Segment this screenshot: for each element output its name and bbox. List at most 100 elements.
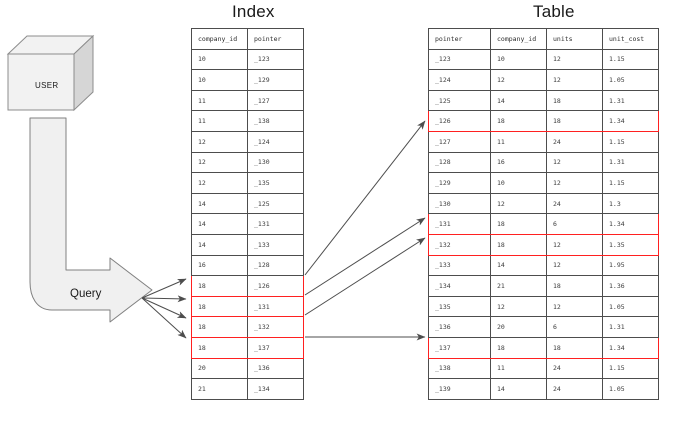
table-row: 18_137 [191, 336, 304, 359]
data-cell-units: 18 [546, 336, 603, 359]
data-header-units: units [546, 28, 603, 50]
table-row: 14_125 [191, 192, 304, 215]
index-cell-company-id: 18 [191, 275, 248, 297]
data-cell-company-id: 14 [490, 378, 547, 400]
index-header-company-id: company_id [191, 28, 248, 50]
data-cell-unit-cost: 1.15 [602, 130, 659, 153]
data-cell-company-id: 10 [490, 48, 547, 71]
data-cell-pointer: _124 [428, 69, 491, 91]
data-cell-unit-cost: 1.31 [602, 316, 659, 338]
data-cell-company-id: 10 [490, 172, 547, 194]
user-cube-icon [6, 34, 95, 112]
index-cell-pointer: _133 [247, 233, 304, 256]
index-cell-company-id: 18 [191, 316, 248, 338]
data-cell-units: 24 [546, 357, 603, 380]
index-cell-pointer: _137 [247, 336, 304, 359]
index-header-pointer: pointer [247, 28, 304, 50]
query-to-index-arrows [141, 278, 187, 339]
data-cell-company-id: 11 [490, 357, 547, 380]
data-cell-units: 24 [546, 192, 603, 215]
data-cell-unit-cost: 1.15 [602, 357, 659, 380]
index-cell-pointer: _128 [247, 254, 304, 277]
data-cell-pointer: _134 [428, 275, 491, 297]
data-cell-unit-cost: 1.31 [602, 89, 659, 112]
table-row: 20_136 [191, 357, 304, 380]
index-cell-company-id: 18 [191, 336, 248, 359]
data-cell-pointer: _129 [428, 172, 491, 194]
data-cell-units: 12 [546, 69, 603, 91]
data-cell-units: 18 [546, 110, 603, 132]
data-cell-pointer: _125 [428, 89, 491, 112]
index-cell-company-id: 11 [191, 89, 248, 112]
data-cell-pointer: _132 [428, 233, 491, 256]
index-cell-company-id: 11 [191, 110, 248, 132]
data-cell-units: 12 [546, 151, 603, 174]
table-row: 18_126 [191, 275, 304, 297]
table-title: Table [533, 2, 575, 21]
data-table-header-row: pointer company_id units unit_cost [428, 28, 659, 50]
data-cell-unit-cost: 1.35 [602, 233, 659, 256]
index-cell-company-id: 16 [191, 254, 248, 277]
index-title: Index [232, 2, 275, 21]
data-cell-unit-cost: 1.34 [602, 213, 659, 235]
table-row: 12_124 [191, 130, 304, 153]
data-cell-unit-cost: 1.05 [602, 69, 659, 91]
table-row: 10_129 [191, 69, 304, 91]
index-cell-pointer: _130 [247, 151, 304, 174]
table-row: 14_133 [191, 233, 304, 256]
data-cell-pointer: _123 [428, 48, 491, 71]
index-cell-pointer: _126 [247, 275, 304, 297]
data-cell-company-id: 18 [490, 110, 547, 132]
data-cell-company-id: 12 [490, 295, 547, 318]
index-cell-pointer: _123 [247, 48, 304, 71]
data-cell-unit-cost: 1.05 [602, 378, 659, 400]
data-cell-company-id: 12 [490, 69, 547, 91]
data-cell-pointer: _137 [428, 336, 491, 359]
data-cell-units: 18 [546, 275, 603, 297]
data-header-company-id: company_id [490, 28, 547, 50]
data-cell-units: 12 [546, 254, 603, 277]
data-cell-units: 12 [546, 233, 603, 256]
index-cell-company-id: 12 [191, 130, 248, 153]
index-cell-company-id: 14 [191, 233, 248, 256]
index-cell-pointer: _131 [247, 213, 304, 235]
data-cell-pointer: _136 [428, 316, 491, 338]
data-cell-company-id: 14 [490, 254, 547, 277]
table-row: 11_138 [191, 110, 304, 132]
index-cell-pointer: _124 [247, 130, 304, 153]
data-cell-company-id: 16 [490, 151, 547, 174]
data-cell-unit-cost: 1.3 [602, 192, 659, 215]
index-cell-company-id: 21 [191, 378, 248, 400]
data-cell-unit-cost: 1.34 [602, 110, 659, 132]
table-row: 21_134 [191, 378, 304, 400]
index-cell-company-id: 14 [191, 213, 248, 235]
table-row: 18_131 [191, 295, 304, 318]
data-cell-pointer: _128 [428, 151, 491, 174]
index-to-table-arrows [304, 120, 426, 341]
data-cell-unit-cost: 1.36 [602, 275, 659, 297]
index-cell-company-id: 12 [191, 151, 248, 174]
data-cell-units: 24 [546, 130, 603, 153]
table-row: 12_135 [191, 172, 304, 194]
data-cell-units: 24 [546, 378, 603, 400]
data-cell-pointer: _133 [428, 254, 491, 277]
index-cell-company-id: 12 [191, 172, 248, 194]
index-cell-pointer: _135 [247, 172, 304, 194]
data-cell-company-id: 11 [490, 130, 547, 153]
data-cell-units: 18 [546, 89, 603, 112]
data-cell-company-id: 21 [490, 275, 547, 297]
index-cell-pointer: _129 [247, 69, 304, 91]
data-cell-company-id: 18 [490, 336, 547, 359]
data-cell-unit-cost: 1.15 [602, 48, 659, 71]
data-cell-pointer: _127 [428, 130, 491, 153]
